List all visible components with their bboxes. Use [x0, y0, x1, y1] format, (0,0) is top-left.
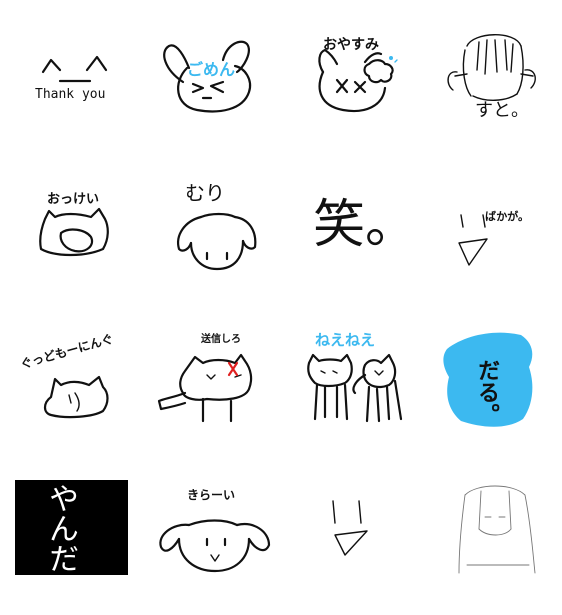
sticker-soushin-shiro-label: 送信しろ — [201, 334, 241, 345]
sticker-suto[interactable]: すと。 — [425, 10, 562, 160]
sticker-oyasumi-label: おやすみ — [323, 37, 379, 53]
sticker-okkei-label: おっけい — [47, 192, 100, 207]
sticker-muri-label: むり — [185, 181, 225, 205]
sticker-suto-art — [447, 34, 536, 101]
sticker-long-hair[interactable] — [425, 465, 562, 615]
sticker-muri[interactable]: むり — [145, 165, 285, 315]
sticker-neenee-label: ねえねえ — [315, 331, 376, 349]
sticker-oyasumi[interactable]: おやすみ — [285, 10, 425, 160]
sticker-good-morning[interactable]: ぐっどもーにんぐ — [5, 315, 145, 465]
sticker-warai[interactable]: 笑。 — [285, 165, 425, 315]
sticker-yanda[interactable]: やんだ — [5, 465, 145, 615]
sticker-gomen-label: ごめん — [187, 60, 236, 79]
sticker-good-morning-art — [43, 375, 109, 419]
sticker-daru[interactable]: だる。 — [425, 315, 562, 465]
sticker-neenee[interactable]: ねえねえ — [285, 315, 425, 465]
sticker-thank-you-art — [41, 55, 108, 83]
sticker-muri-art — [177, 212, 257, 271]
sticker-warai-label: 笑。 — [313, 195, 418, 255]
sticker-oyasumi-art — [318, 48, 398, 113]
sticker-kiraai-art — [159, 519, 271, 573]
sticker-soushin-shiro[interactable]: 送信しろ — [145, 315, 285, 465]
sticker-grid: Thank you ごめん おやすみ — [5, 10, 562, 575]
sticker-okkei-art — [39, 207, 109, 257]
sticker-gomen[interactable]: ごめん — [145, 10, 285, 160]
sticker-bakaga-label: ばかが。 — [485, 210, 529, 223]
sticker-suto-label: すと。 — [475, 100, 529, 121]
anger-icon — [227, 361, 239, 377]
sticker-kiraai[interactable]: きらーい — [145, 465, 285, 615]
sticker-bakaga-art — [458, 214, 488, 266]
sticker-gomen-art — [163, 40, 252, 113]
sticker-okkei[interactable]: おっけい — [5, 165, 145, 315]
sticker-bakaga[interactable]: ばかが。 — [425, 165, 562, 315]
sticker-kiraai-label: きらーい — [187, 488, 236, 502]
sticker-yanda-label: やんだ — [43, 483, 78, 573]
sticker-pointy-face-art — [332, 500, 368, 556]
sticker-soushin-shiro-art — [157, 353, 253, 423]
sticker-pointy-face[interactable] — [285, 465, 425, 615]
sticker-daru-art — [443, 332, 533, 427]
sticker-daru-label: だる。 — [474, 359, 499, 425]
sticker-thank-you-label: Thank you — [35, 87, 106, 102]
sticker-thank-you[interactable]: Thank you — [5, 10, 145, 160]
sticker-long-hair-art — [458, 485, 536, 574]
sticker-neenee-art — [307, 353, 403, 423]
sticker-yanda-background — [15, 480, 128, 575]
